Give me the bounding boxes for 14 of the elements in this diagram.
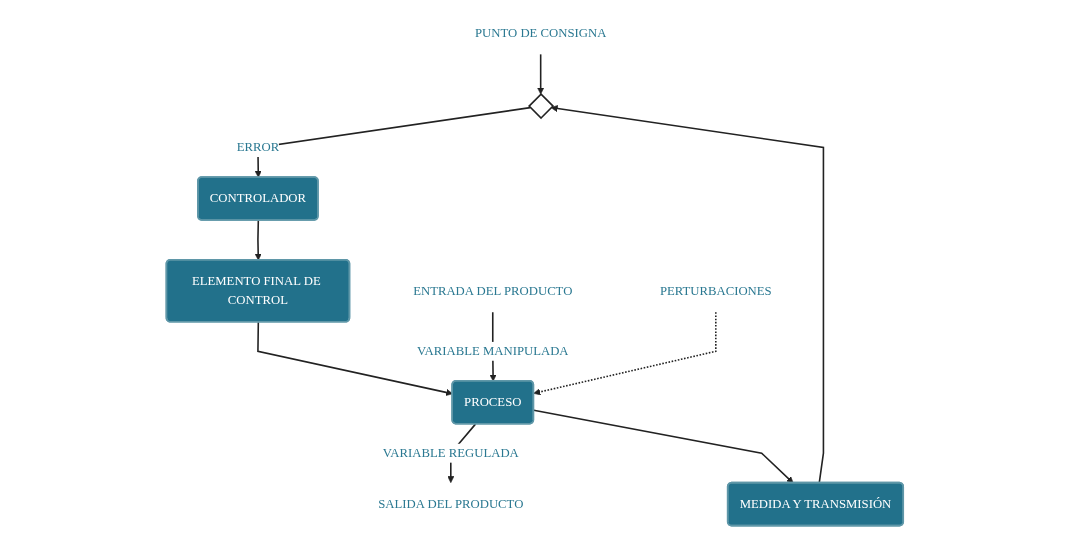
arrow (533, 409, 794, 484)
arrow (533, 311, 717, 396)
node-text: SALIDA DEL PRODUCTO (378, 496, 524, 511)
node-diamond (528, 93, 555, 120)
edge-label: VARIABLE MANIPULADA (417, 344, 569, 358)
arrow (537, 53, 545, 95)
node-text: PERTURBACIONES (660, 283, 772, 298)
edge-label: VARIABLE REGULADA (383, 446, 519, 460)
edge-label: ERROR (236, 140, 280, 154)
arrow (254, 106, 532, 178)
node-text: ENTRADA DEL PRODUCTO (413, 283, 573, 298)
arrow (254, 219, 262, 261)
node-text: PUNTO DE CONSIGNA (475, 25, 607, 40)
arrow (550, 105, 825, 484)
